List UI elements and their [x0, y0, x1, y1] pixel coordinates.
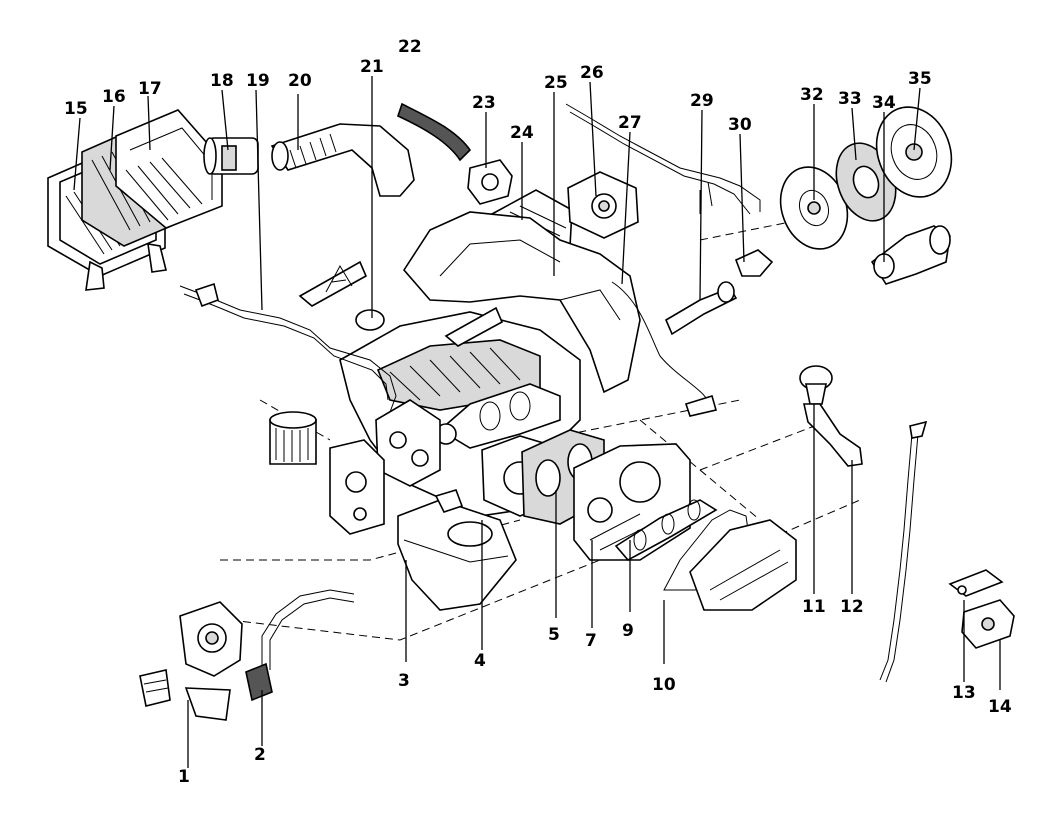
- callout-13: 13: [952, 683, 976, 703]
- callout-14: 14: [988, 697, 1012, 717]
- water-pipe: [245, 589, 355, 702]
- callout-7: 7: [585, 631, 597, 651]
- fuel-lines: [565, 103, 761, 215]
- engine-mount-bracket: [948, 569, 1004, 597]
- callout-labels: 1 2 3 4 5 7 9 10 11 12 13 14 15 16 17 18…: [64, 37, 1012, 787]
- throttle-body: [467, 159, 513, 205]
- oxygen-sensor-lead: [611, 281, 718, 417]
- knock-sensor: [664, 281, 738, 336]
- oil-filler-cap: [799, 365, 833, 405]
- temperature-sensor: [734, 249, 774, 277]
- water-pump: [179, 601, 243, 721]
- callout-4: 4: [474, 651, 486, 671]
- engine-mount: [961, 599, 1015, 649]
- flywheel: [779, 166, 849, 250]
- callout-30: 30: [728, 115, 752, 135]
- callout-16: 16: [102, 87, 126, 107]
- clutch-cover: [875, 106, 953, 198]
- thermostat: [139, 669, 171, 707]
- oil-filler-tube: [803, 403, 863, 467]
- camshaft-right: [614, 499, 718, 562]
- view-arrow-a: [298, 260, 504, 347]
- oil-pan: [397, 489, 517, 611]
- callout-3: 3: [398, 671, 410, 691]
- dipstick: [879, 420, 928, 683]
- callout-21: 21: [360, 57, 384, 77]
- breather-hose: [397, 102, 472, 162]
- callout-32: 32: [800, 85, 824, 105]
- callout-33: 33: [838, 89, 862, 109]
- injector-bracket: [567, 171, 639, 239]
- callout-18: 18: [210, 71, 234, 91]
- callout-9: 9: [622, 621, 634, 641]
- leader-lines: [73, 76, 1001, 768]
- oil-filter: [269, 411, 317, 465]
- callout-2: 2: [254, 745, 266, 765]
- callout-11: 11: [802, 597, 826, 617]
- callout-29: 29: [690, 91, 714, 111]
- callout-25: 25: [544, 73, 568, 93]
- callout-35: 35: [908, 69, 932, 89]
- callout-12: 12: [840, 597, 864, 617]
- callout-27: 27: [618, 113, 642, 133]
- oil-pump: [329, 439, 385, 535]
- callout-10: 10: [652, 675, 676, 695]
- callout-22: 22: [398, 37, 422, 57]
- callout-5: 5: [548, 625, 560, 645]
- callout-23: 23: [472, 93, 496, 113]
- callout-15: 15: [64, 99, 88, 119]
- intake-duct: [270, 123, 415, 197]
- fuel-pipe-assembly: [179, 282, 397, 413]
- callout-26: 26: [580, 63, 604, 83]
- rocker-cover: [689, 519, 797, 611]
- airflow-meter: [203, 137, 259, 175]
- callout-24: 24: [510, 123, 534, 143]
- callout-17: 17: [138, 79, 162, 99]
- callout-20: 20: [288, 71, 312, 91]
- air-filter-cover: [115, 109, 223, 229]
- callout-34: 34: [872, 93, 896, 113]
- callout-19: 19: [246, 71, 270, 91]
- callout-1: 1: [178, 767, 190, 787]
